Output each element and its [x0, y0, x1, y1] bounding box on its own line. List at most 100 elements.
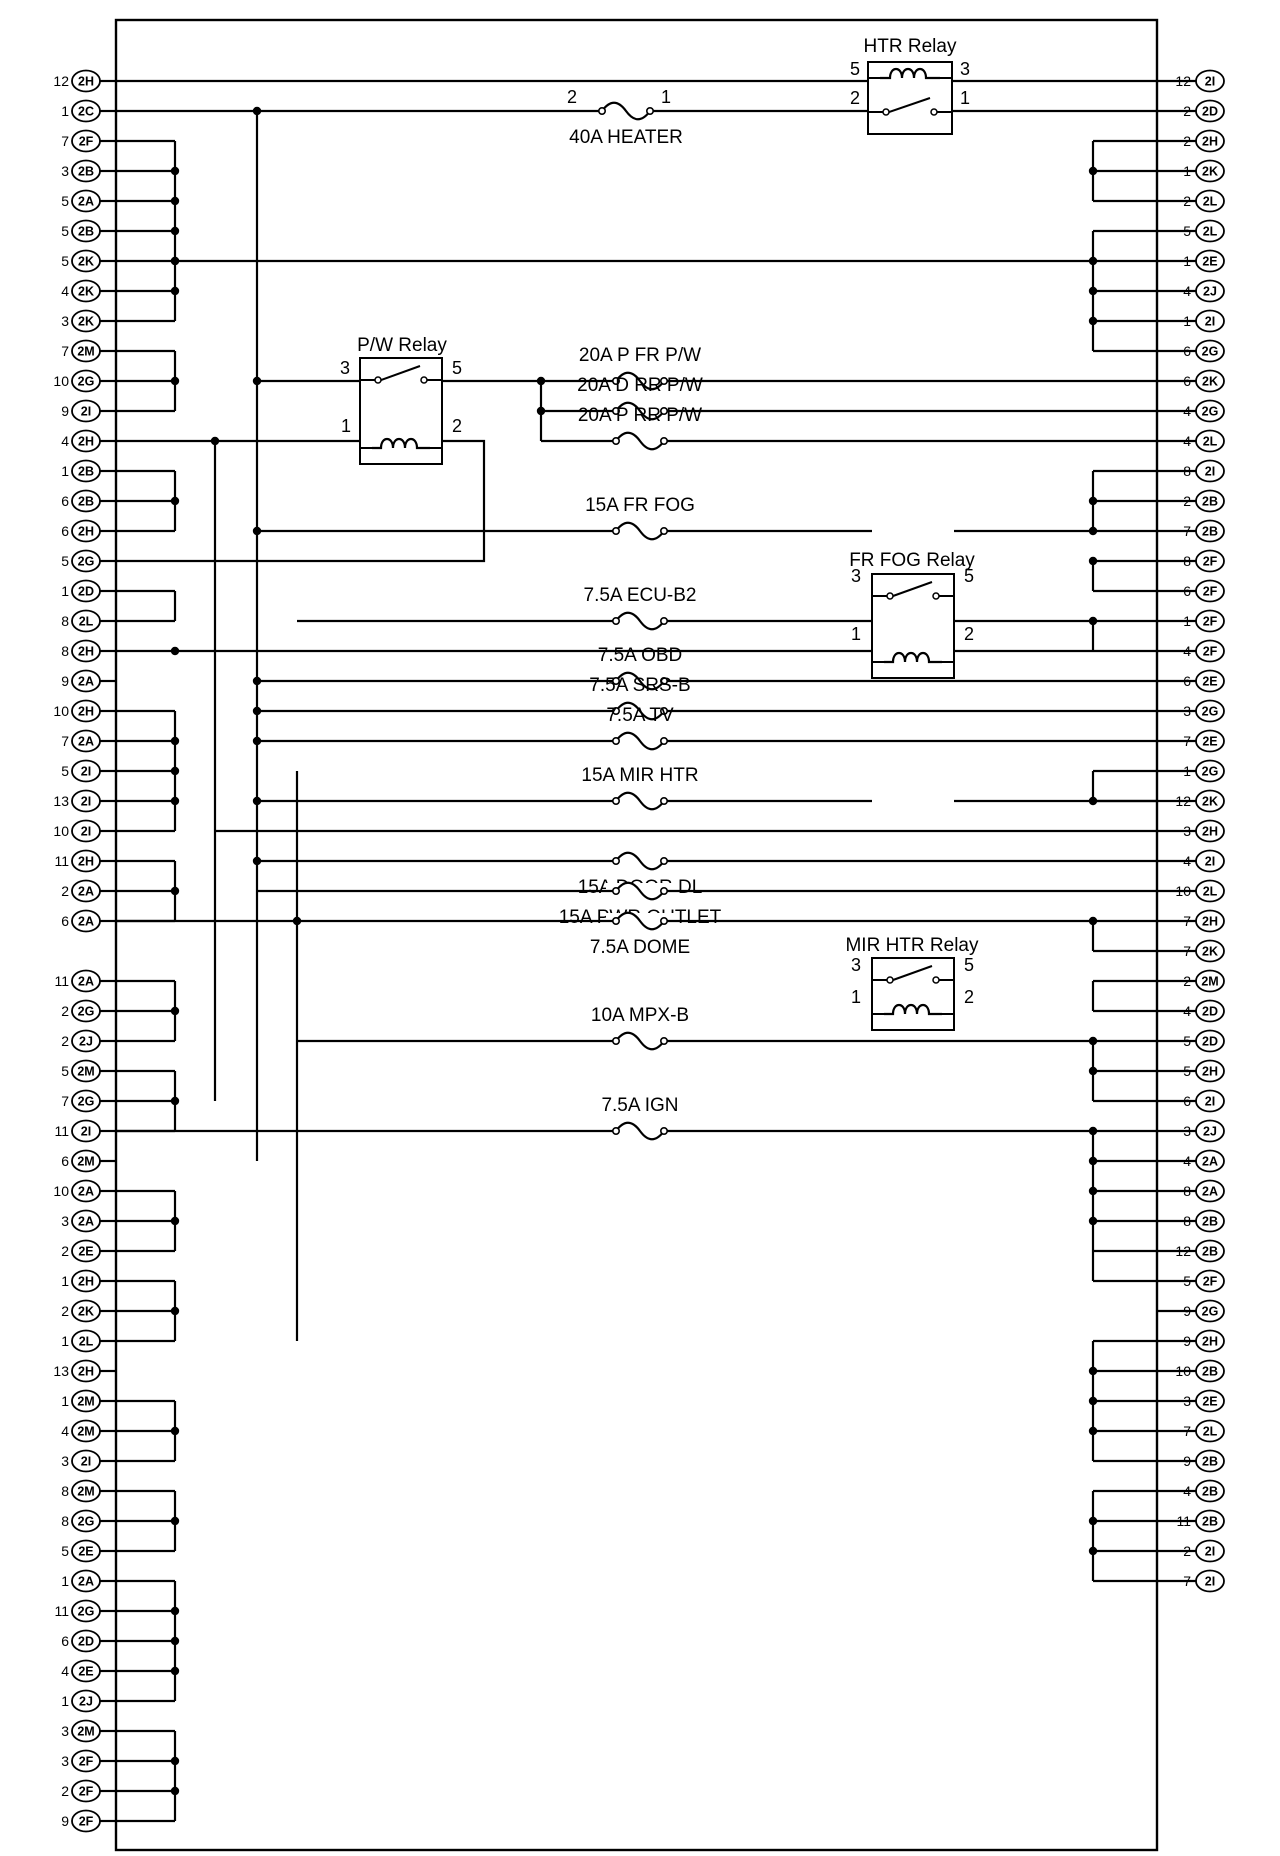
connector-code: 2H — [1202, 825, 1218, 839]
junction-dot — [1088, 1036, 1098, 1046]
pin-number: 1 — [61, 463, 69, 479]
relay-switch-blade — [892, 581, 933, 597]
connector-code: 2H — [1202, 1335, 1218, 1349]
connector-code: 2A — [78, 1575, 94, 1589]
junction-dot — [170, 226, 180, 236]
junction-dot — [1088, 526, 1098, 536]
junction-dot — [252, 376, 262, 386]
pin-number: 6 — [61, 1153, 69, 1169]
connector-code: 2M — [77, 1395, 94, 1409]
pin-number: 4 — [61, 1423, 69, 1439]
junction-dot — [170, 736, 180, 746]
fuse-element — [606, 851, 674, 871]
fuse-label: 40A HEATER — [569, 127, 683, 148]
fuse-terminal — [611, 1037, 620, 1046]
relay-switch-blade — [892, 965, 933, 981]
connector-code: 2J — [79, 1035, 93, 1049]
junction-dot — [1088, 1546, 1098, 1556]
fuse-20a-p-rr-p-w: 20A P RR P/W — [578, 405, 702, 451]
relay-pin-number: 5 — [964, 566, 974, 586]
connector-code: 2J — [1203, 285, 1217, 299]
junction-dot — [170, 286, 180, 296]
connector-code: 2B — [78, 465, 94, 479]
junction-dot — [170, 1786, 180, 1796]
connector-code: 2A — [78, 1185, 94, 1199]
fuse-terminal — [611, 706, 620, 715]
connector-code: 2H — [1202, 1065, 1218, 1079]
connector-code: 2I — [81, 1455, 91, 1469]
connector-code: 2H — [1202, 915, 1218, 929]
fuse-15a-mir-htr: 15A MIR HTR — [581, 765, 699, 811]
wire-pw-coil-gnd — [116, 439, 486, 563]
pin-number: 8 — [61, 1483, 69, 1499]
pin-number: 4 — [61, 1663, 69, 1679]
junction-dot — [170, 886, 180, 896]
pin-number: 2 — [61, 883, 69, 899]
pin-number: 9 — [61, 1813, 69, 1829]
connector-code: 2I — [81, 1125, 91, 1139]
fuse-terminal — [611, 526, 620, 535]
fuse-terminal — [659, 796, 668, 805]
relay-switch-blade — [888, 97, 931, 113]
connector-code: 2K — [1202, 165, 1218, 179]
junction-block-outline — [114, 18, 1159, 1852]
connector-code: 2H — [78, 75, 94, 89]
junction-dot — [252, 796, 262, 806]
connector-code: 2C — [78, 105, 94, 119]
pin-number: 1 — [61, 583, 69, 599]
fuse-7-5a-srs-b: 7.5A SRS-B — [589, 675, 691, 721]
fuse-element — [606, 401, 674, 421]
pin-number: 3 — [61, 1213, 69, 1229]
pin-number: 2 — [61, 1243, 69, 1259]
connector-code: 2M — [77, 345, 94, 359]
connector-code: 2L — [79, 615, 94, 629]
fuse-terminal — [659, 856, 668, 865]
junction-dot — [1088, 1126, 1098, 1136]
junction-dot — [170, 1216, 180, 1226]
junction-dot — [170, 196, 180, 206]
connector-code: 2H — [78, 1365, 94, 1379]
connector-code: 2F — [1203, 645, 1218, 659]
connector-code: 2G — [1202, 765, 1219, 779]
connector-code: 2I — [81, 405, 91, 419]
junction-dot — [1088, 556, 1098, 566]
connector-code: 2B — [1202, 1365, 1218, 1379]
fuse-label: 20A D RR P/W — [577, 375, 703, 396]
relay-box — [871, 573, 955, 679]
junction-dot — [252, 856, 262, 866]
pin-number: 13 — [53, 1363, 69, 1379]
junction-dot — [170, 1756, 180, 1766]
connector-code: 2I — [1205, 465, 1215, 479]
pin-number: 3 — [61, 1453, 69, 1469]
pin-number: 10 — [53, 1183, 69, 1199]
connector-code: 2E — [1202, 735, 1217, 749]
